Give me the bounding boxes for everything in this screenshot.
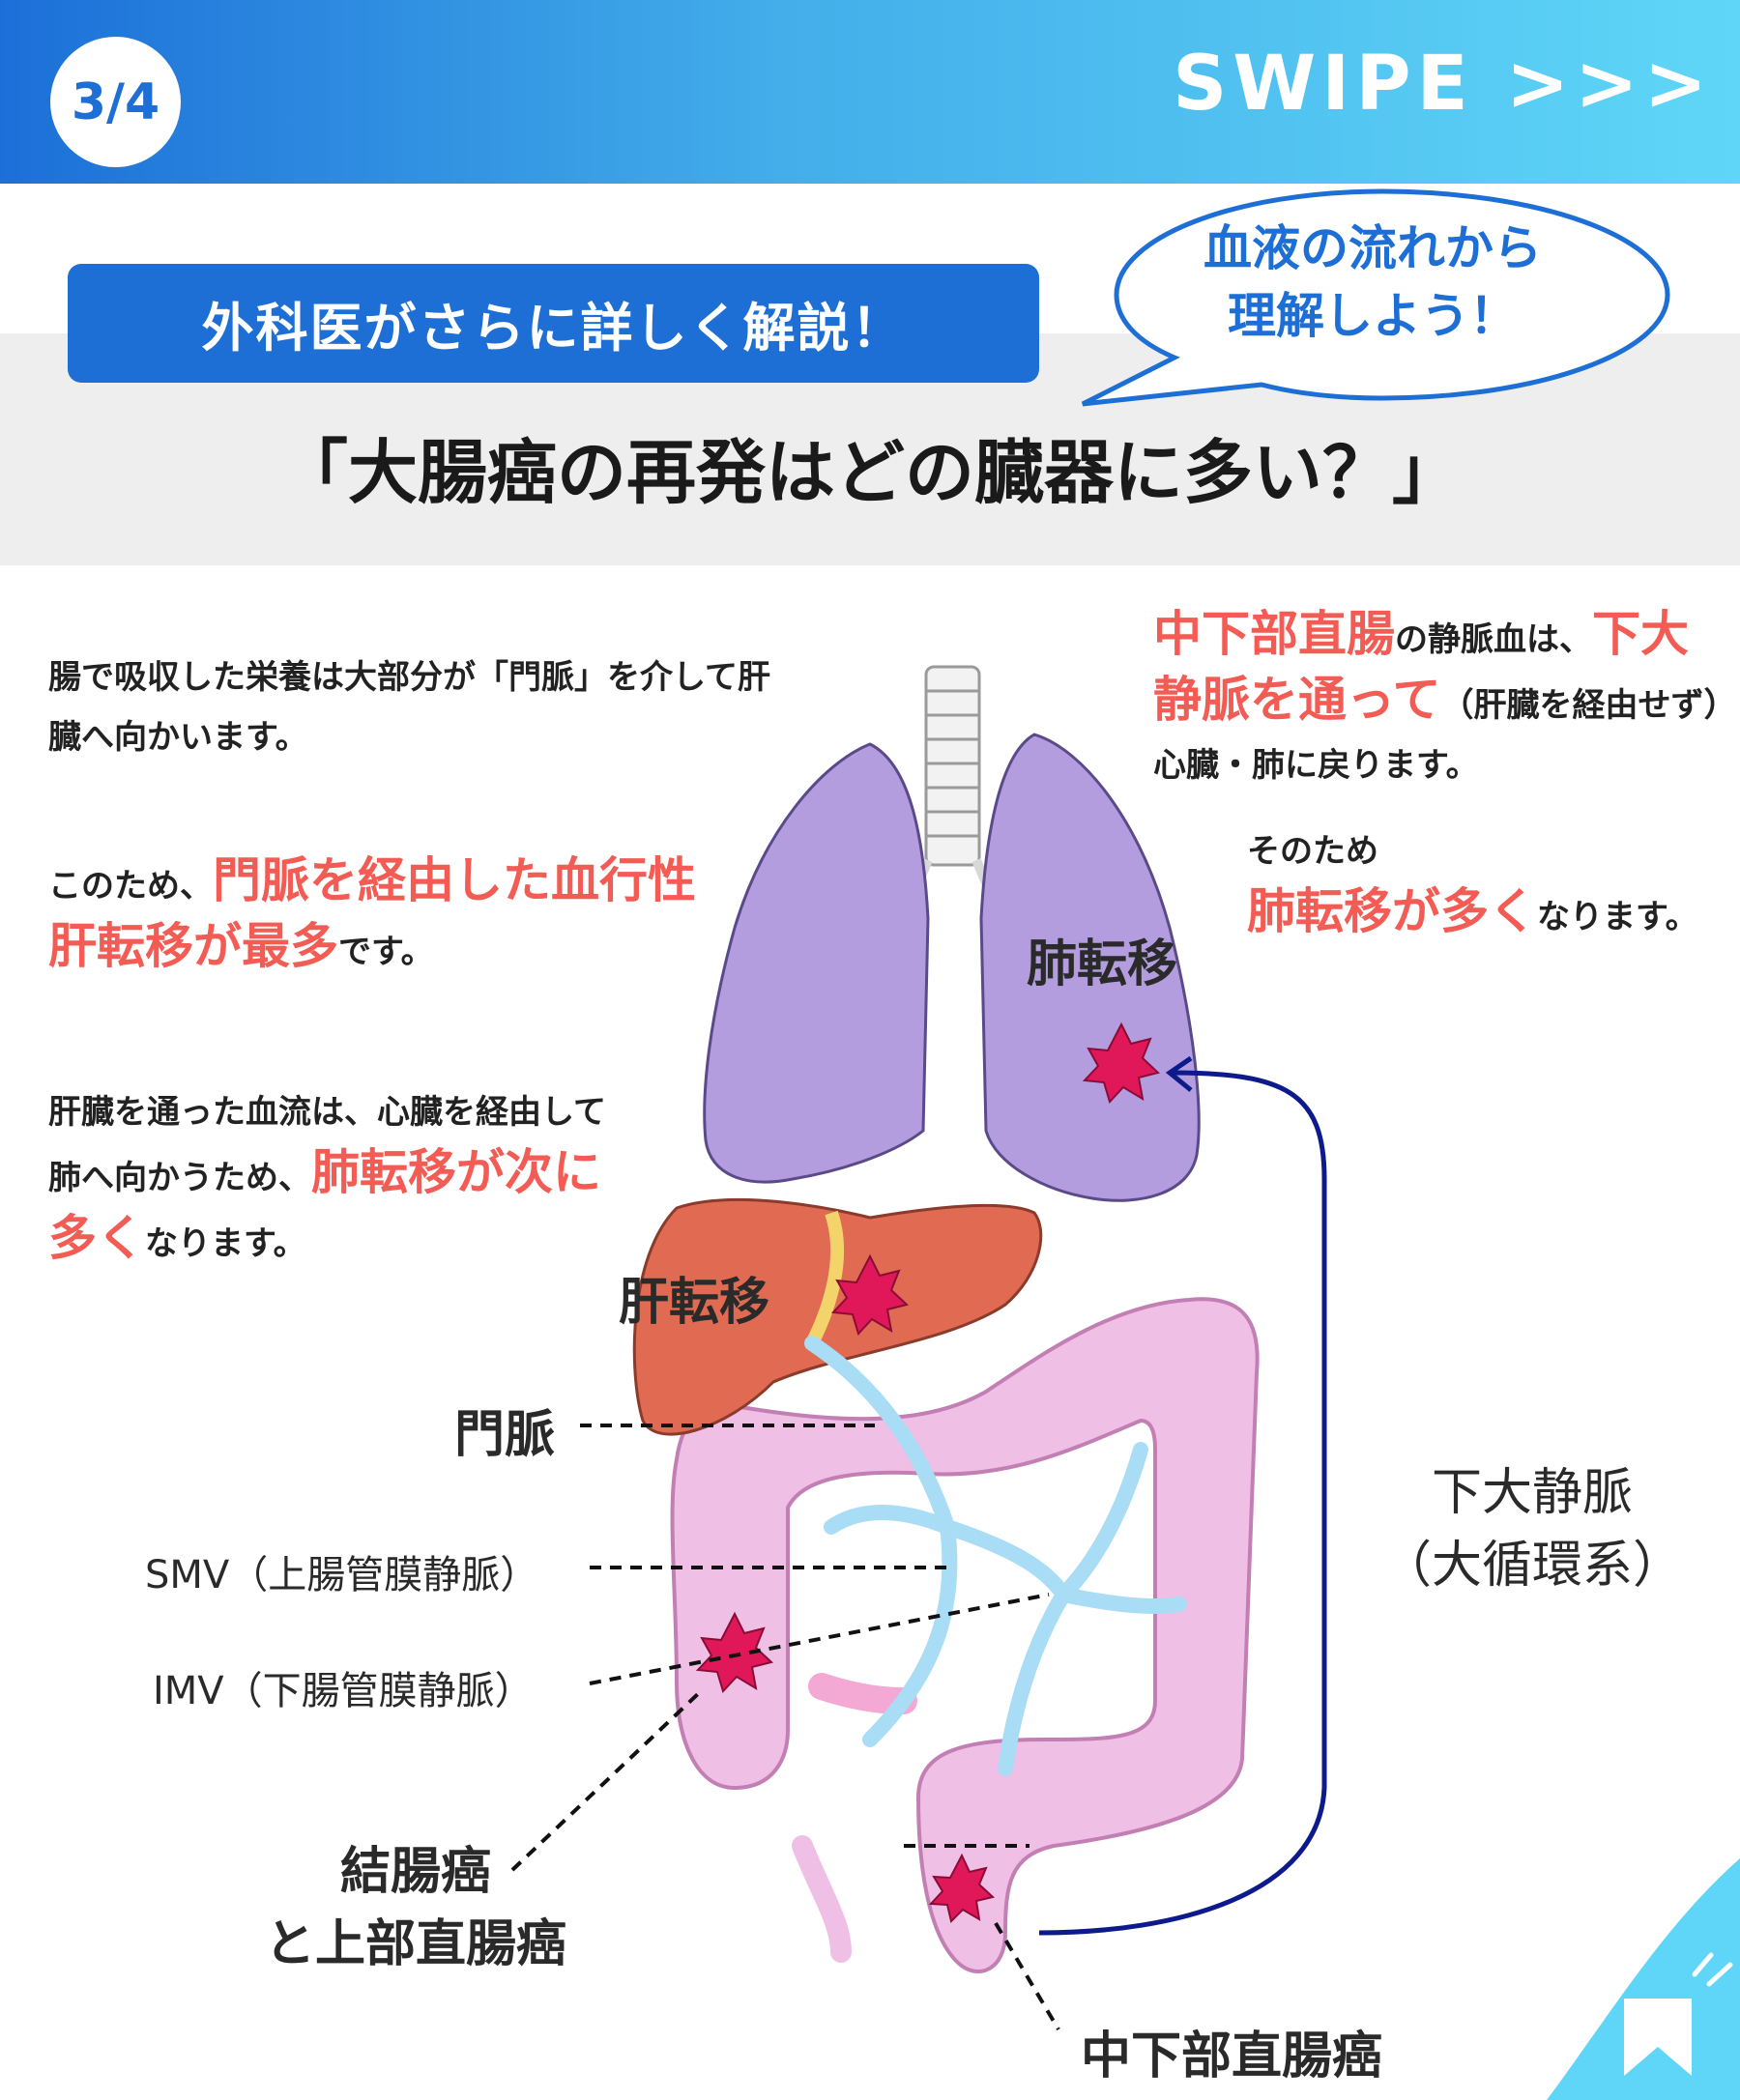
ivc-label: 下大静脈 （大循環系） (1339, 1452, 1726, 1597)
terminal-ileum (808, 1673, 917, 1714)
bubble-line-2: 理解しよう！ (1228, 288, 1518, 344)
ivc-label-line-1: 下大静脈 (1431, 1464, 1633, 1522)
lung-tumor (1082, 1021, 1161, 1104)
liver-meta-prefix: このため、 (48, 867, 213, 906)
colon-cancer-label: 結腸癌 と上部直腸癌 (242, 1836, 590, 1981)
liver-tumor (830, 1253, 910, 1336)
colon-cancer-line-1: 結腸癌 (339, 1843, 491, 1901)
colon-tumor (695, 1611, 774, 1693)
main-question: 「大腸癌の再発はどの臓器に多い？」 (277, 432, 1462, 513)
anatomy-diagram (510, 665, 1327, 2031)
bookmark-corner[interactable] (1547, 1858, 1740, 2100)
rectal-mid: の静脈血は、 (1395, 620, 1592, 659)
swipe-label[interactable]: SWIPE >>> (1173, 41, 1713, 128)
rectal-lung-prefix: そのため (1247, 832, 1378, 871)
surgeon-badge: 外科医がさらに詳しく解説！ (68, 264, 1039, 383)
header-bar: 3/4 SWIPE >>> (0, 0, 1740, 184)
ivc-highlight: 下大静脈を通って (1153, 606, 1689, 728)
lung-meta-suffix: なります。 (145, 1224, 306, 1263)
liver-metastasis-label: 肝転移 (619, 1274, 770, 1332)
lung-meta-highlight: 肺転移が次に多く (48, 1144, 601, 1266)
portal-vein-label: 門脈 (454, 1406, 556, 1464)
ivc-arrowhead (1165, 1055, 1193, 1092)
lung-metastasis-label: 肺転移 (1027, 935, 1178, 993)
liver-meta-suffix: です。 (338, 933, 434, 971)
appendix (792, 1835, 852, 1963)
explanation-rectal-venous: 中下部直腸の静脈血は、下大静脈を通って（肝臓を経由せず）心臓・肺に戻ります。 (1153, 604, 1724, 795)
leader-lines (510, 1424, 1060, 2031)
rectal-cancer-label: 中下部直腸癌 (1081, 2028, 1383, 2086)
explanation-portal-flow: 腸で吸収した栄養は大部分が「門脈」を介して肝臓へ向かいます。 (48, 658, 770, 757)
tumors (695, 1021, 1161, 1923)
lung-meta-prefix: 肝臓を通った血流は、心臓を経由して肺へ向かうため、 (48, 1093, 606, 1197)
rectal-lung-suffix: なります。 (1537, 898, 1698, 936)
explanation-liver-metastasis: このため、門脈を経由した血行性肝転移が最多です。 (48, 850, 725, 982)
liver (632, 1197, 1043, 1436)
colon-cancer-line-2: と上部直腸癌 (264, 1915, 566, 1973)
gallbladder (805, 1210, 845, 1347)
bubble-line-1: 血液の流れから (1204, 220, 1542, 276)
rectal-lung-highlight: 肺転移が多く (1247, 883, 1537, 939)
trachea (909, 665, 996, 896)
explanation-lung-metastasis: 肝臓を通った血流は、心臓を経由して肺へ向かうため、肺転移が次に多くなります。 (48, 1082, 628, 1274)
left-lung (703, 742, 930, 1184)
ivc-label-line-2: （大循環系） (1380, 1537, 1683, 1595)
speech-bubble (1081, 188, 1670, 407)
colon (670, 1297, 1260, 1973)
right-lung (979, 733, 1201, 1202)
rectal-highlight: 中下部直腸 (1153, 606, 1395, 662)
ivc-path (1038, 1070, 1327, 1936)
bookmark-icon[interactable] (1624, 1952, 1733, 2076)
speech-bubble-text: 血液の流れから 理解しよう！ (1102, 215, 1643, 350)
smv-label: SMV（上腸管膜静脈） (145, 1553, 539, 1597)
imv-label: IMV（下腸管膜静脈） (153, 1669, 534, 1713)
page-indicator: 3/4 (50, 37, 181, 167)
rectal-tumor (928, 1853, 996, 1923)
liver-meta-highlight: 門脈を経由した血行性肝転移が最多 (48, 852, 696, 974)
portal-vein-system (804, 1336, 1187, 1776)
rectal-suffix: （肝臓を経由せず）心臓・肺に戻ります。 (1153, 686, 1721, 785)
explanation-rectal-lung: そのため 肺転移が多くなります。 (1247, 821, 1730, 947)
